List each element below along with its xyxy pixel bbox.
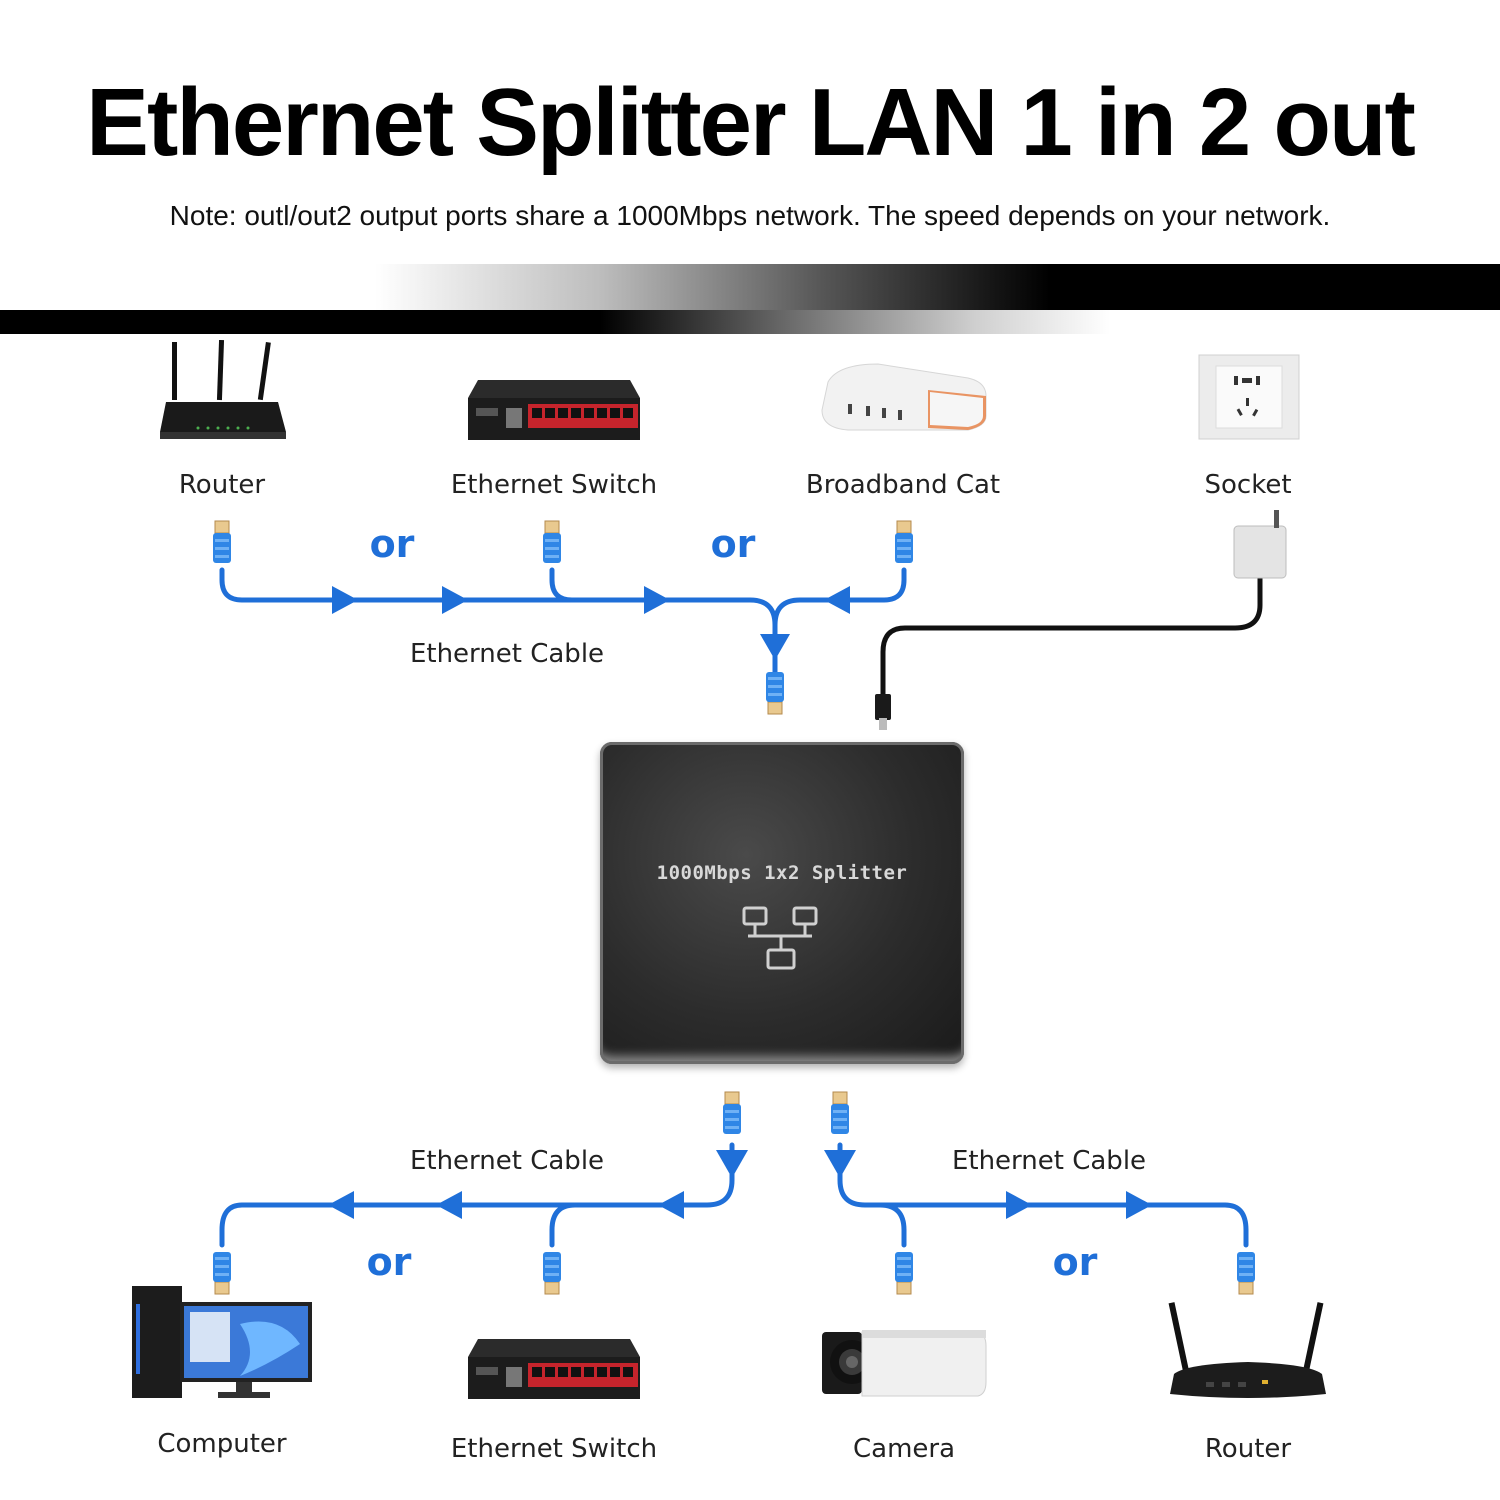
socket-icon: [1198, 354, 1300, 440]
cable-label: Ethernet Cable: [951, 1146, 1147, 1176]
cable-router-in: [219, 567, 778, 683]
arrow-down: [824, 1150, 856, 1178]
broadband-cat-icon: [821, 363, 987, 431]
arrow-left: [658, 1191, 684, 1219]
cable-out1-switch: [549, 1202, 578, 1248]
ethernet-switch-icon: [468, 1339, 640, 1399]
or-label: or: [710, 522, 756, 566]
rj45-connector-icon: [894, 1251, 914, 1295]
rj45-connector-icon: [1236, 1251, 1256, 1295]
splitter-label: 1000Mbps 1x2 Splitter: [656, 862, 908, 884]
power-adapter-icon: [1233, 525, 1287, 579]
page-title: Ethernet Splitter LAN 1 in 2 out: [86, 69, 1416, 176]
output-device-label: Computer: [157, 1429, 287, 1459]
rj45-connector-icon: [830, 1091, 850, 1135]
arrow-down: [760, 634, 790, 660]
splitter-device: 1000Mbps 1x2 Splitter: [600, 742, 964, 1064]
computer-icon: [132, 1286, 312, 1398]
arrow-right: [1126, 1191, 1152, 1219]
output-device-label: Camera: [852, 1434, 956, 1464]
arrow-right: [1006, 1191, 1032, 1219]
input-device-label: Router: [178, 470, 266, 500]
arrow-left: [824, 586, 850, 614]
arrow-down: [716, 1150, 748, 1178]
rj45-connector-icon: [542, 1251, 562, 1295]
router-icon: [1168, 1302, 1326, 1398]
cable-out2-camera: [877, 1202, 907, 1248]
output-device-label: Router: [1204, 1434, 1292, 1464]
input-device-label: Broadband Cat: [805, 470, 1001, 500]
input-device-label: Ethernet Switch: [450, 470, 658, 500]
arrow-left: [436, 1191, 462, 1219]
arrow-right: [332, 586, 358, 614]
or-label: or: [369, 522, 415, 566]
gradient-band-top: [0, 264, 1500, 310]
or-label: or: [366, 1240, 412, 1284]
rj45-connector-icon: [542, 520, 562, 564]
gradient-band-bottom: [0, 310, 1500, 334]
arrow-right: [644, 586, 670, 614]
arrow-right: [442, 586, 468, 614]
rj45-connector-icon: [212, 520, 232, 564]
cable-broadband-in: [772, 567, 907, 628]
cable-label: Ethernet Cable: [409, 1146, 605, 1176]
note-text: Note: outl/out2 output ports share a 100…: [169, 200, 1331, 231]
rj45-connector-icon: [894, 520, 914, 564]
power-cable: [880, 575, 1263, 703]
or-label: or: [1052, 1240, 1098, 1284]
power-plug-icon: [875, 694, 891, 720]
network-icon: [742, 906, 818, 970]
rj45-connector-icon: [765, 671, 785, 715]
arrow-left: [328, 1191, 354, 1219]
cable-out2: [837, 1142, 1249, 1248]
router-icon: [160, 340, 286, 439]
cable-out1: [219, 1142, 735, 1248]
cable-label: Ethernet Cable: [409, 639, 605, 669]
camera-icon: [822, 1330, 987, 1397]
cable-switch-in: [549, 567, 575, 603]
rj45-connector-icon: [722, 1091, 742, 1135]
output-device-label: Ethernet Switch: [450, 1434, 658, 1464]
ethernet-switch-icon: [468, 380, 640, 440]
input-device-label: Socket: [1204, 470, 1292, 500]
